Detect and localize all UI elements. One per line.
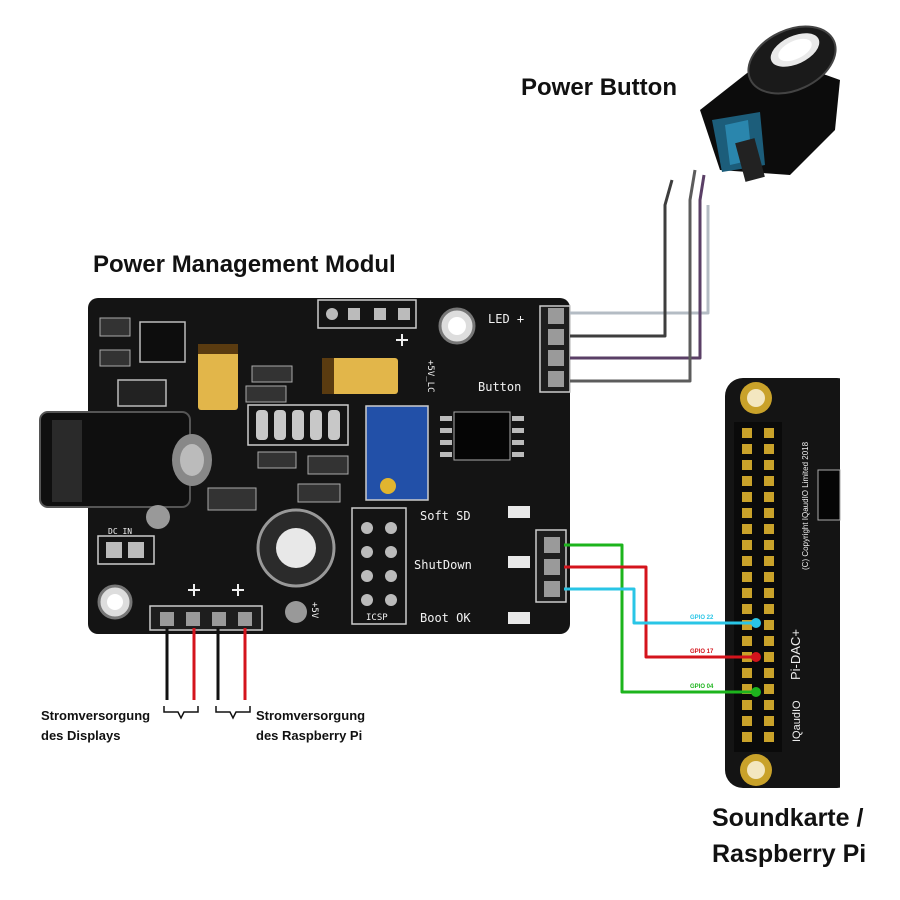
power-button-title: Power Button [521,74,677,101]
gpio17-dot [751,652,761,662]
gpio-header-pins [742,428,774,742]
display-supply-line2: des Displays [41,728,121,743]
plus5v-label: +5V [309,602,319,619]
gpio-pin [764,716,774,726]
wire-button-1 [570,174,706,360]
gpio-pin [742,508,752,518]
pi-supply-caption: Stromversorgung des Raspberry Pi [256,706,365,746]
gpio-pin [742,556,752,566]
gpio-pin [764,508,774,518]
gpio-pin [742,604,752,614]
gpio-pin [742,668,752,678]
gpio-pin [764,604,774,614]
gpio-pin [764,668,774,678]
gpio-pin [764,652,774,662]
wire-gpio04 [564,543,756,694]
gpio-pin [742,444,752,454]
display-supply-caption: Stromversorgung des Displays [41,706,150,746]
plus5v-lc-label: +5V_LC [425,360,435,393]
gpio04-label: GPIO 04 [690,684,714,690]
gpio-pin [742,492,752,502]
wire-button-2 [570,169,697,383]
power-management-board: LED + Button Soft SD ShutDown Boot OK IC… [39,298,571,634]
pi-brace [215,706,251,720]
gpio04-dot [751,687,761,697]
pi-dac-label: Pi-DAC+ [788,629,803,680]
wire-led-minus [570,179,674,338]
gpio-pin [764,700,774,710]
gpio-pin [742,620,752,630]
gpio-wires [564,543,756,694]
gpio-pin [742,428,752,438]
soundcard-title-line2: Raspberry Pi [712,840,867,868]
gpio-pin [764,476,774,486]
gpio-pin [764,572,774,582]
gpio-pin [742,460,752,470]
gpio-pin [764,684,774,694]
gpio-pin [764,620,774,630]
gpio-pin [742,524,752,534]
gpio-pin [742,572,752,582]
iqaudio-label: IQaudIO [791,700,803,742]
display-brace [163,706,199,720]
display-supply-line1: Stromversorgung [41,708,151,723]
gpio-pin [742,636,752,646]
gpio-pin [742,476,752,486]
led-plus-label: LED + [488,312,524,326]
soundcard-title: Soundkarte / Raspberry Pi [712,800,866,872]
gpio-pin [742,588,752,598]
boot-ok-label: Boot OK [420,611,471,625]
gpio-pin [764,636,774,646]
gpio-pin [764,588,774,598]
wire-gpio22 [564,587,756,625]
soft-sd-label: Soft SD [420,509,471,523]
icsp-label: ICSP [366,613,388,623]
power-button-photo [700,25,840,182]
gpio-pin [764,732,774,742]
gpio-pin [764,444,774,454]
supply-wires [165,628,247,700]
dc-in-label: DC_IN [108,527,132,536]
gpio-pin [742,716,752,726]
soundcard-board: (C) Copyright IQaudIO Limited 2018 Pi-DA… [725,370,900,800]
gpio-pin [742,684,752,694]
gpio22-label: GPIO 22 [690,615,714,621]
wire-led-plus [570,205,710,315]
button-wires [570,169,710,383]
gpio-pin [742,540,752,550]
gpio-pin [764,540,774,550]
gpio-pin [764,556,774,566]
gpio-pin [764,428,774,438]
button-label: Button [478,380,521,394]
gpio-pin [764,524,774,534]
gpio-pin [742,700,752,710]
gpio22-dot [751,618,761,628]
pi-supply-line2: des Raspberry Pi [256,728,363,743]
copyright-label: (C) Copyright IQaudIO Limited 2018 [801,441,810,570]
soundcard-title-line1: Soundkarte / [712,804,864,832]
wire-gpio17 [564,565,756,659]
gpio-pin [764,492,774,502]
gpio17-label: GPIO 17 [690,649,714,655]
gpio-pin [742,732,752,742]
power-module-title: Power Management Modul [93,251,396,278]
shutdown-label: ShutDown [414,558,472,572]
pi-supply-line1: Stromversorgung [256,708,366,723]
gpio-pin [764,460,774,470]
